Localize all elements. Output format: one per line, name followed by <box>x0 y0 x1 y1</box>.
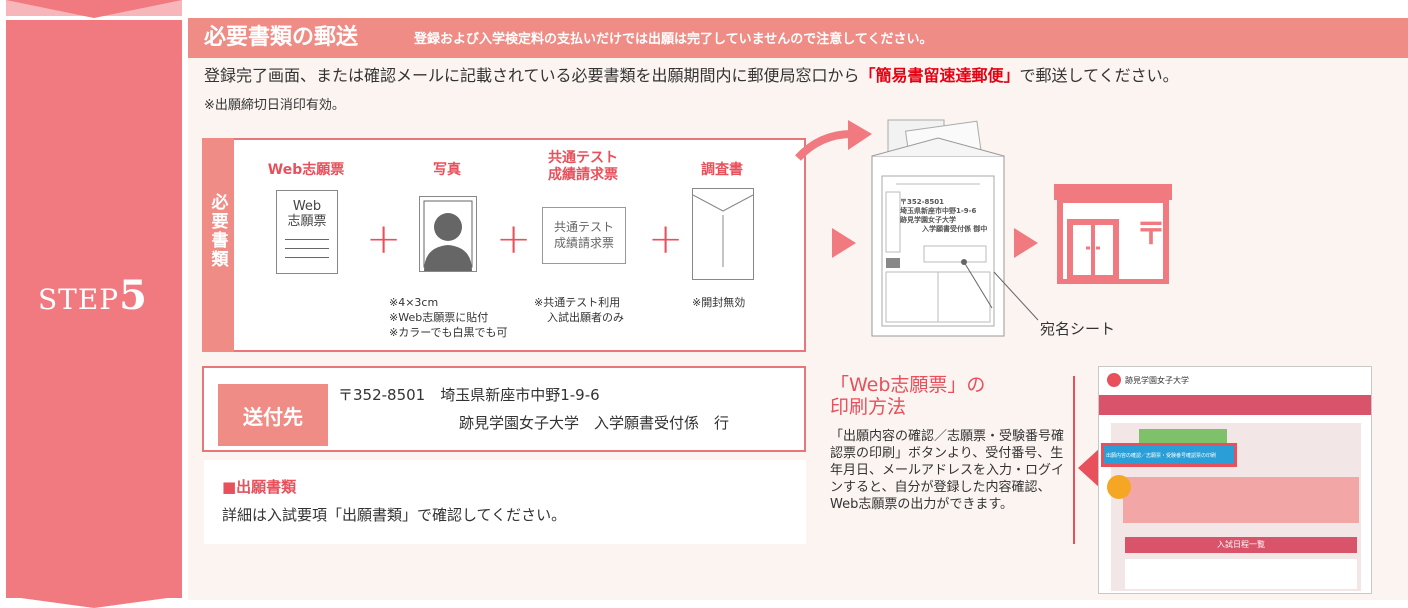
print-title-2: 印刷方法 <box>830 396 907 418</box>
doc-title-survey: 調査書 <box>701 162 743 178</box>
photo-icon <box>419 196 477 272</box>
env-line3: 入学願書受付係 御中 <box>922 225 988 233</box>
env-postal: 〒352-8501 <box>900 198 944 206</box>
photo-note-1: ※4×3cm <box>389 296 439 309</box>
section-title: 必要書類の郵送 <box>204 25 359 50</box>
plus-icon: + <box>366 214 402 263</box>
pointer-triangle-icon <box>1078 448 1100 488</box>
kyotsu-form-icon: 共通テスト 成績請求票 <box>542 207 626 264</box>
pointer-line <box>993 271 1039 321</box>
section-header <box>188 18 1408 58</box>
address-line-1: 〒352-8501 埼玉県新座市中野1-9-6 <box>338 386 600 404</box>
web-form-icon: Web 志願票 <box>276 190 338 274</box>
plus-icon: + <box>496 214 532 263</box>
kyotsu-note-2: 入試出願者のみ <box>547 311 624 324</box>
section-warning: 登録および入学検定料の支払いだけでは出願は完了していませんので注意してください。 <box>414 32 933 47</box>
print-method-text: 「出願内容の確認／志願票・受験番号確認票の印刷」ボタンより、受付番号、生年月日、… <box>830 429 1065 512</box>
kyotsu-note-1: ※共通テスト利用 <box>534 296 621 309</box>
destination-badge: 送付先 <box>218 384 328 446</box>
intro-emphasis: 「簡易書留速達郵便」 <box>859 66 1020 85</box>
post-office-icon: 〒 <box>1054 184 1172 284</box>
doc-title-kyotsu: 共通テスト 成績請求票 <box>548 150 618 183</box>
website-screenshot: 跡見学園女子大学 出願内容の確認／志願票・受験番号確認票の印刷 入試日程一覧 <box>1098 366 1372 594</box>
arrow-right-icon <box>1014 228 1038 258</box>
photo-note-2: ※Web志願票に貼付 <box>389 311 489 324</box>
step-number: 5 <box>119 272 148 319</box>
doc-title-photo: 写真 <box>433 162 461 178</box>
shot-header <box>1099 367 1371 395</box>
shot-print-button: 出願内容の確認／志願票・受験番号確認票の印刷 <box>1101 443 1237 467</box>
doc-title-web: Web志願票 <box>267 162 345 178</box>
intro-before: 登録完了画面、または確認メールに記載されている必要書類を出願期間内に郵便局窓口か… <box>204 66 860 85</box>
postmark-note: ※出願締切日消印有効。 <box>204 98 345 113</box>
step-label: STEP5 <box>0 272 186 319</box>
survey-note: ※開封無効 <box>692 296 746 309</box>
plus-icon: + <box>648 214 684 263</box>
print-title-1: 「Web志願票」の <box>830 374 986 396</box>
required-docs-side-label: 必要書類 <box>207 193 228 269</box>
application-docs-panel <box>204 460 806 544</box>
envelope-address-label: 〒352-8501 埼玉県新座市中野1-9-6 跡見学園女子大学 入学願書受付係… <box>900 198 987 234</box>
intro-after: で郵送してください。 <box>1019 66 1179 85</box>
address-line-2: 跡見学園女子大学 入学願書受付係 行 <box>459 414 730 432</box>
env-line2: 跡見学園女子大学 <box>900 216 956 224</box>
photo-note-3: ※カラーでも白黒でも可 <box>389 326 508 339</box>
shot-section-title: 入試日程一覧 <box>1125 537 1357 553</box>
address-sheet-label: 宛名シート <box>1040 320 1116 338</box>
env-line1: 埼玉県新座市中野1-9-6 <box>900 207 977 215</box>
shot-site-name: 跡見学園女子大学 <box>1125 376 1189 385</box>
arrow-right-icon <box>832 228 856 258</box>
intro-text: 登録完了画面、または確認メールに記載されている必要書類を出願期間内に郵便局窓口か… <box>204 64 1179 88</box>
step-prefix: STEP <box>38 283 120 316</box>
web-form-icon-text: Web 志願票 <box>287 199 327 229</box>
required-docs-side <box>202 138 234 352</box>
envelope-icon <box>692 188 754 280</box>
kyotsu-form-icon-text: 共通テスト 成績請求票 <box>553 220 614 250</box>
application-docs-text: 詳細は入試要項「出願書類」で確認してください。 <box>222 506 567 524</box>
print-method-title: 「Web志願票」の 印刷方法 <box>830 374 985 418</box>
mail-envelope-illustration <box>871 119 1005 337</box>
step-column <box>6 0 182 608</box>
svg-text:〒: 〒 <box>1136 217 1166 252</box>
curved-arrow-icon <box>795 120 872 161</box>
divider <box>1073 376 1075 544</box>
application-docs-title: ■出願書類 <box>222 478 297 496</box>
